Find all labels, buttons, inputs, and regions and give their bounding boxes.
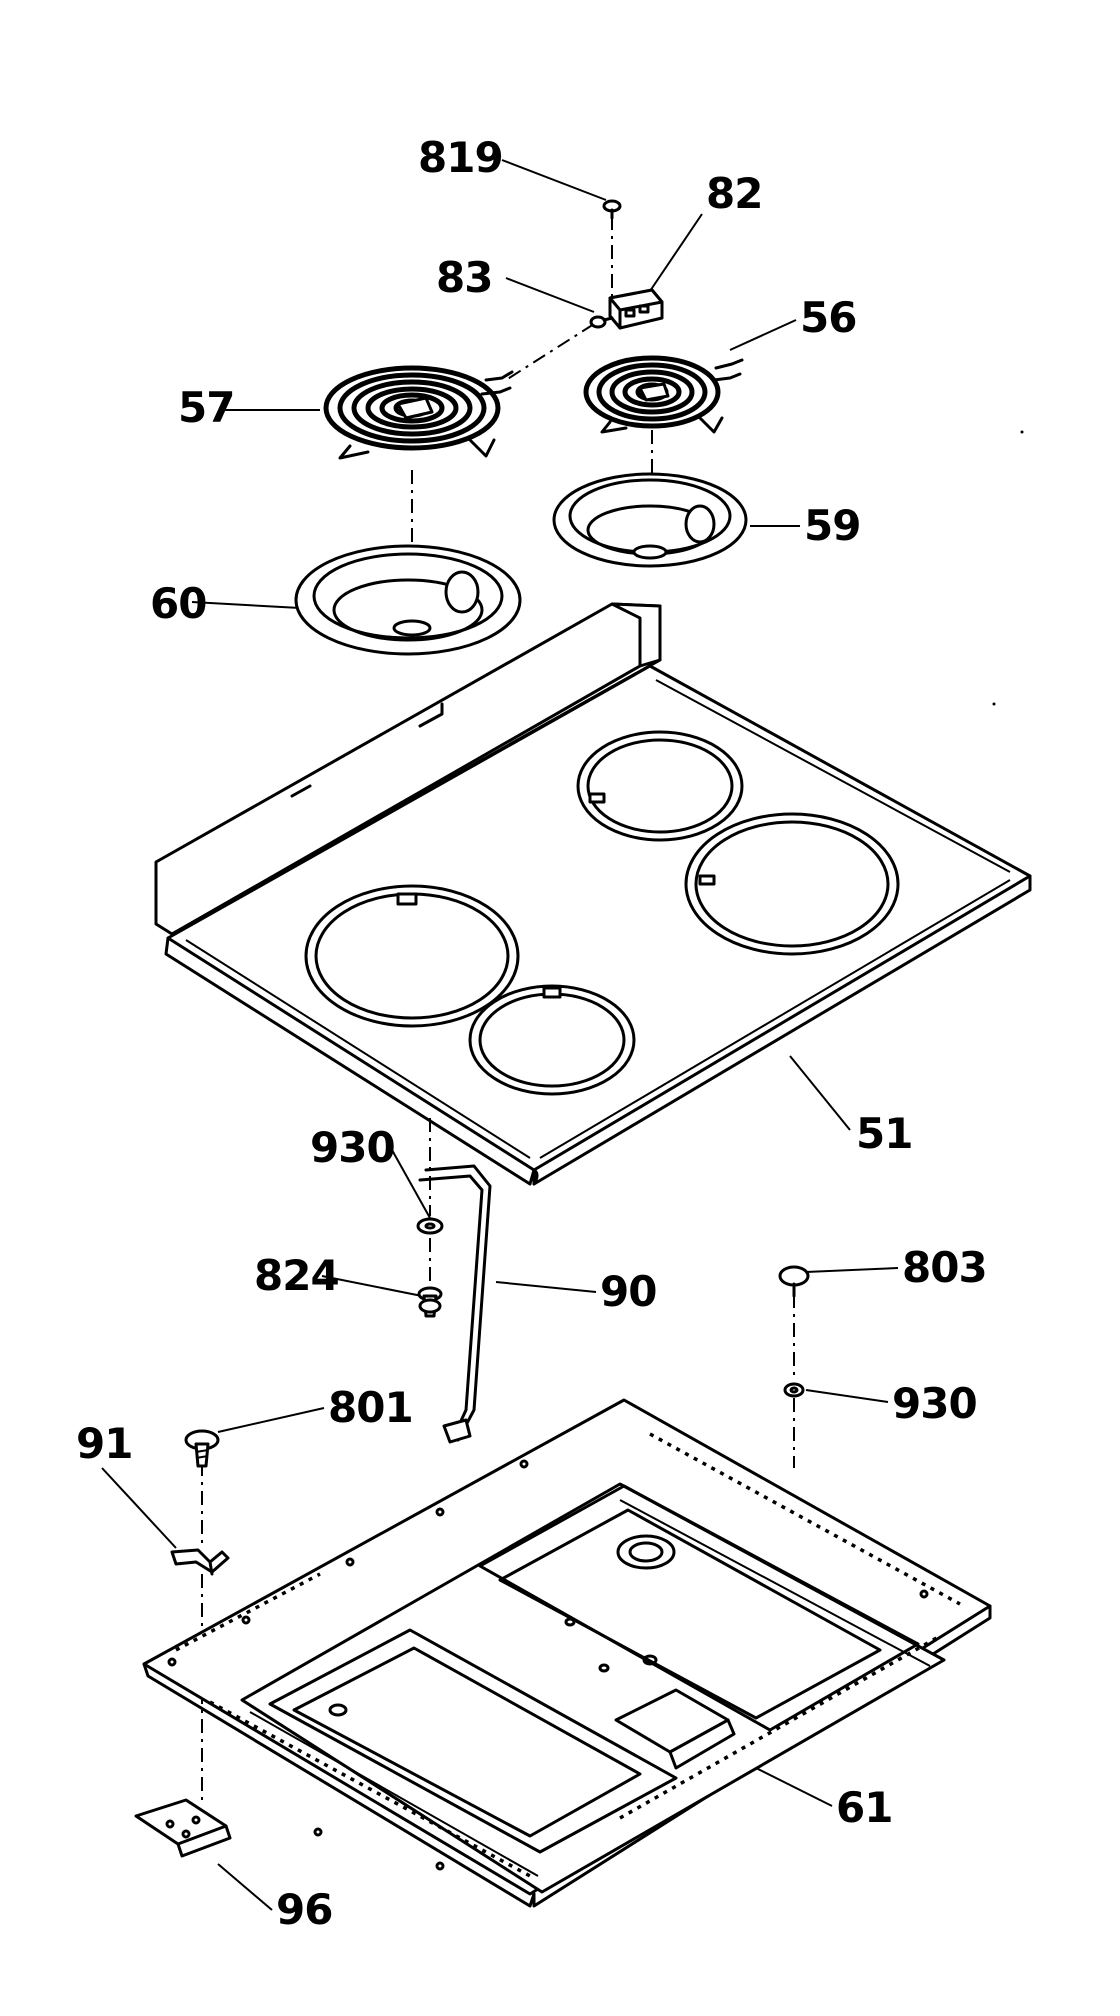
label-930-lower: 930 [892,1379,977,1428]
washer-930-upper [416,1217,444,1235]
label-819: 819 [418,133,503,182]
screw-801 [184,1429,220,1468]
label-61: 61 [836,1783,892,1832]
label-91: 91 [76,1419,132,1468]
screw-824 [417,1286,443,1318]
label-803: 803 [902,1243,987,1292]
terminal-block-82 [608,288,664,330]
label-801: 801 [328,1383,413,1432]
label-930-upper: 930 [310,1123,395,1172]
burner-element-57 [323,365,514,460]
clip-91 [170,1548,230,1576]
screw-819 [602,199,622,220]
speck-mark [1020,430,1024,434]
screw-803 [778,1265,810,1298]
bottom-panel-61 [142,1398,992,1908]
label-90: 90 [600,1267,656,1316]
label-83: 83 [436,253,492,302]
cooktop-main-top-51 [154,602,1032,1186]
bracket-96 [134,1798,232,1858]
label-82: 82 [706,169,762,218]
burner-element-56 [583,355,744,434]
label-56: 56 [800,293,856,342]
drip-pan-59 [552,472,748,568]
leader-lines [101,159,899,1911]
terminal-clip-83 [589,315,614,329]
washer-930-lower [783,1382,805,1398]
bracket-rod-90 [418,1164,492,1444]
label-59: 59 [804,501,860,550]
label-51: 51 [856,1109,912,1158]
drip-pan-60 [294,544,522,656]
speck-mark [992,702,996,706]
label-96: 96 [276,1885,332,1934]
label-60: 60 [150,579,206,628]
label-824: 824 [254,1251,339,1300]
label-57: 57 [178,383,234,432]
